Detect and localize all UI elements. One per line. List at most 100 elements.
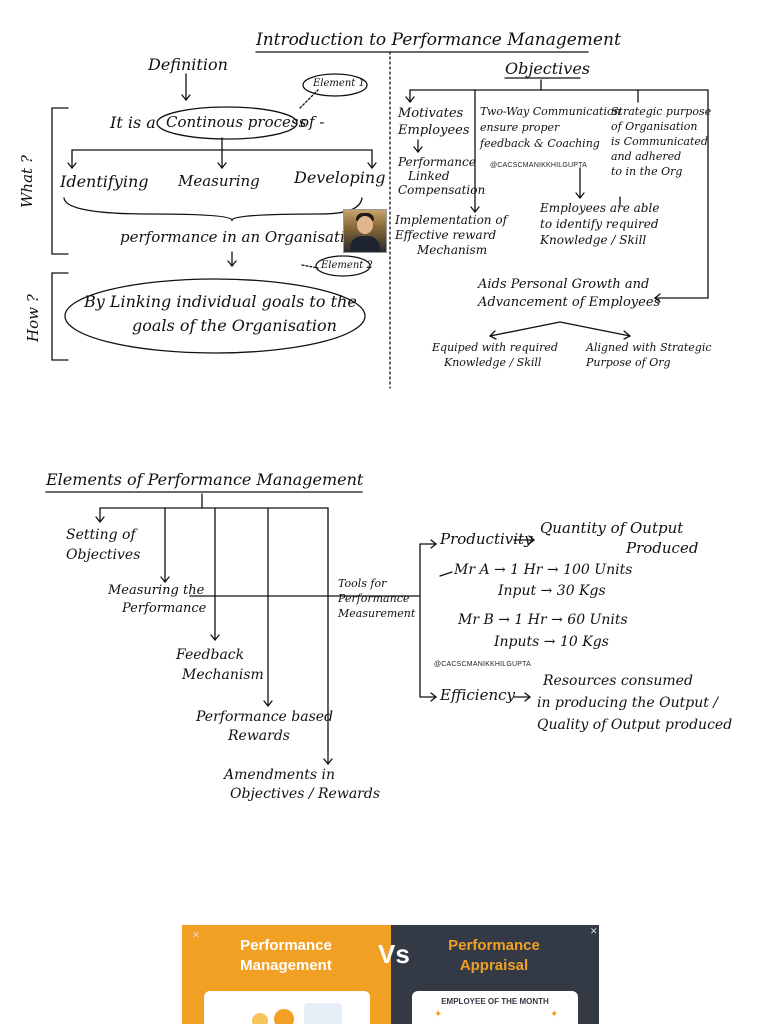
strategic-line: to in the Org (611, 165, 683, 178)
watermark-text: @CACSCMANIKKHILGUPTA (490, 162, 587, 169)
motivates-text: Motivates Employees (398, 105, 470, 139)
employees-able-text: Employees are able to identify required … (540, 200, 659, 248)
star-icon: ✦ (550, 1009, 559, 1020)
efficiency-label: Efficiency (440, 686, 515, 704)
rewards-line: Performance based (196, 709, 334, 725)
banner-left-title-line: Performance (240, 937, 332, 954)
performance-linked-line: Compensation (398, 183, 486, 197)
aids-line: Aids Personal Growth and (478, 277, 650, 292)
identifying-label: Identifying (60, 172, 149, 191)
rewards-line: Rewards (228, 728, 290, 744)
developing-label: Developing (294, 168, 386, 187)
banner-vs: Vs (378, 939, 410, 969)
productivity-definition: Quantity of Output Produced (540, 518, 698, 558)
chart-icon (304, 1003, 342, 1024)
how-label: How ? (24, 294, 42, 342)
element2-label: Element 2 (321, 260, 373, 271)
banner-left-title-line: Management (240, 957, 332, 974)
aligned-line: Aligned with Strategic (586, 341, 712, 354)
close-icon: ✕ (590, 927, 598, 937)
implementation-line: Effective reward (395, 228, 497, 242)
tools-line: Tools for (338, 577, 387, 590)
feedback-line: Feedback (176, 647, 245, 663)
feedback-text: Feedback Mechanism (176, 645, 264, 685)
efficiency-def-line: in producing the Output / (537, 695, 719, 711)
motivates-line: Motivates (398, 106, 464, 121)
equipped-line: Equiped with required (432, 341, 558, 354)
two-way-line: ensure proper (480, 121, 560, 134)
employees-able-line: Employees are able (540, 201, 660, 215)
strategic-line: is Communicated (611, 135, 708, 148)
two-way-line: feedback & Coaching (480, 137, 600, 150)
productivity-def-line: Produced (626, 539, 699, 557)
strategic-line: and adhered (611, 150, 682, 163)
avatar-body (350, 236, 380, 252)
two-way-text: Two-Way Communication ensure proper feed… (480, 104, 621, 152)
aids-line: Advancement of Employees (478, 295, 661, 310)
banner-right-title: Performance Appraisal (410, 936, 578, 976)
strategic-line: Strategic purpose (611, 105, 712, 118)
setting-line: Setting of (66, 527, 136, 543)
mr-b-line: Mr B → 1 Hr → 60 Units (458, 612, 628, 628)
banner-left-title: Performance Management (202, 936, 370, 976)
continuous-process: Continous process (166, 113, 307, 131)
efficiency-def-line: Quality of Output produced (537, 717, 733, 733)
performance-linked-line: Performance (398, 155, 476, 169)
amendments-line: Amendments in (224, 767, 335, 783)
equipped-text: Equiped with required Knowledge / Skill (432, 340, 558, 370)
aligned-line: Purpose of Org (586, 356, 671, 369)
measuring-performance-text: Measuring the Performance (108, 582, 206, 618)
setting-objectives-text: Setting of Objectives (66, 525, 140, 565)
equipped-line: Knowledge / Skill (444, 356, 542, 369)
implementation-line: Implementation of (395, 213, 508, 227)
performance-line: performance in an Organisation (120, 228, 364, 246)
what-label: What ? (18, 155, 36, 208)
banner-right-title-line: Performance (448, 937, 540, 954)
employee-of-month-label: EMPLOYEE OF THE MONTH (441, 997, 549, 1006)
section1-title: Introduction to Performance Management (256, 30, 621, 50)
continuous-prefix: It is a (110, 113, 156, 132)
productivity-def-line: Quantity of Output (540, 519, 684, 537)
measuring-line: Performance (122, 601, 207, 616)
motivates-line: Employees (398, 123, 470, 138)
two-way-line: Two-Way Communication (480, 105, 621, 118)
watermark-text: @CACSCMANIKKHILGUPTA (434, 661, 531, 668)
mr-a-line: Mr A → 1 Hr → 100 Units (454, 562, 633, 578)
implementation-text: Implementation of Effective reward Mecha… (395, 213, 507, 258)
coin-icon (274, 1009, 294, 1024)
strategic-line: of Organisation (611, 120, 698, 133)
continuous-suffix: of - (300, 113, 325, 131)
feedback-line: Mechanism (182, 667, 264, 683)
efficiency-def-line: Resources consumed (543, 673, 693, 689)
avatar-face (357, 216, 373, 234)
productivity-label: Productivity (440, 530, 533, 548)
amendments-text: Amendments in Objectives / Rewards (224, 766, 380, 804)
strategic-text: Strategic purpose of Organisation is Com… (611, 104, 711, 179)
close-icon: ✕ (192, 931, 200, 941)
section2-title: Elements of Performance Management (46, 470, 364, 489)
mr-a-input-line: Input → 30 Kgs (498, 583, 606, 599)
definition-heading: Definition (148, 55, 228, 74)
element1-label: Element 1 (313, 78, 365, 89)
how-text-line2: goals of the Organisation (132, 316, 337, 335)
performance-linked-line: Linked (408, 169, 450, 183)
banner-right-title-line: Appraisal (459, 957, 529, 974)
star-icon: ✦ (434, 1009, 443, 1020)
mr-b-input-line: Inputs → 10 Kgs (494, 634, 609, 650)
performance-linked-text: Performance Linked Compensation (398, 155, 485, 197)
author-avatar (343, 209, 387, 253)
how-text-line1: By Linking individual goals to the (84, 292, 357, 311)
measuring-label: Measuring (178, 172, 260, 190)
amendments-line: Objectives / Rewards (230, 786, 381, 802)
setting-line: Objectives (66, 547, 141, 563)
coin-icon (252, 1013, 268, 1024)
comparison-banner: ✕ ✕ Performance Management Vs Performanc… (182, 925, 599, 1024)
aligned-text: Aligned with Strategic Purpose of Org (586, 340, 712, 370)
aids-text: Aids Personal Growth and Advancement of … (478, 276, 660, 312)
efficiency-definition: Resources consumed in producing the Outp… (537, 670, 732, 736)
employees-able-line: Knowledge / Skill (540, 233, 647, 247)
implementation-line: Mechanism (417, 243, 488, 257)
banner-left-card (204, 991, 370, 1024)
employees-able-line: to identify required (540, 217, 659, 231)
